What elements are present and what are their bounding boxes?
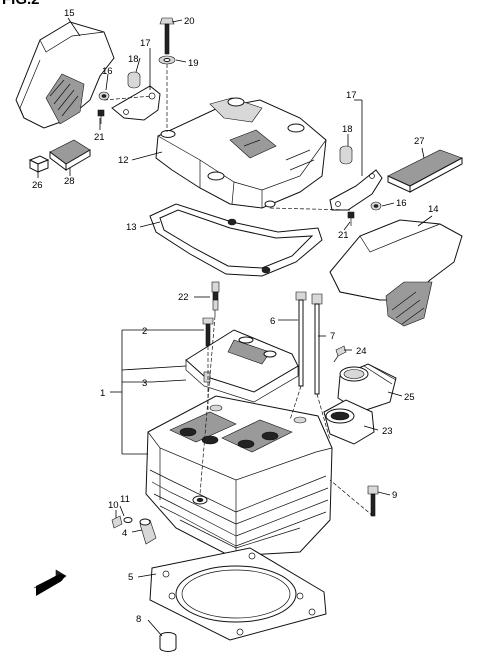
callout-16-right: 16 bbox=[396, 198, 407, 209]
callout-17-left: 17 bbox=[140, 38, 151, 49]
callout-10: 10 bbox=[108, 500, 119, 511]
callout-22: 22 bbox=[178, 292, 189, 303]
part-22-spark-plug bbox=[211, 281, 220, 316]
leader-lines bbox=[37, 17, 433, 637]
part-19-washer bbox=[158, 55, 176, 65]
part-21-bolt-right bbox=[347, 211, 355, 226]
callout-13: 13 bbox=[126, 222, 137, 233]
part-3-camshaft-holder bbox=[185, 329, 299, 403]
part-15-cover-left bbox=[15, 21, 115, 129]
callout-4: 4 bbox=[122, 528, 127, 539]
part-10-plug bbox=[111, 515, 123, 529]
part-7-long-bolt bbox=[311, 293, 323, 395]
part-24-screw bbox=[333, 345, 347, 363]
part-2-bolt bbox=[202, 317, 214, 347]
callout-18-left: 18 bbox=[128, 54, 139, 65]
part-17-bracket-right bbox=[329, 169, 383, 211]
part-21-bolt-left bbox=[97, 109, 105, 124]
callout-26: 26 bbox=[32, 180, 43, 191]
callout-21-left: 21 bbox=[94, 132, 105, 143]
part-23-intake-boot bbox=[323, 399, 375, 445]
callout-24: 24 bbox=[356, 346, 367, 357]
callout-20: 20 bbox=[184, 16, 195, 27]
part-26-block bbox=[28, 155, 50, 173]
callout-15: 15 bbox=[64, 8, 75, 19]
callout-6: 6 bbox=[270, 316, 275, 327]
callout-28: 28 bbox=[64, 176, 75, 187]
callout-7: 7 bbox=[330, 331, 335, 342]
part-18-grommet-left bbox=[127, 71, 141, 89]
callout-23: 23 bbox=[382, 426, 393, 437]
callout-8: 8 bbox=[136, 614, 141, 625]
callout-16-left: 16 bbox=[102, 66, 113, 77]
part-1-cylinder-head bbox=[145, 395, 333, 557]
figure-title: FIG.2 bbox=[2, 0, 40, 8]
assembly-guide-lines bbox=[103, 64, 374, 517]
part-17-bracket-left bbox=[111, 85, 161, 121]
part-16-nut-left bbox=[98, 91, 110, 101]
callout-14: 14 bbox=[428, 204, 439, 215]
part-27-pad bbox=[387, 149, 463, 193]
part-16-nut-right bbox=[370, 201, 382, 211]
part-4-fitting bbox=[139, 518, 157, 545]
callout-12: 12 bbox=[118, 155, 129, 166]
callout-1: 1 bbox=[100, 388, 105, 399]
callout-5: 5 bbox=[128, 572, 133, 583]
part-9-bolt bbox=[367, 485, 379, 517]
part-18-grommet-right bbox=[339, 145, 353, 165]
part-20-bolt bbox=[159, 17, 175, 55]
callout-17-right: 17 bbox=[346, 90, 357, 101]
part-11-washer bbox=[123, 517, 133, 523]
callout-3: 3 bbox=[142, 378, 147, 389]
callout-27: 27 bbox=[414, 136, 425, 147]
part-13-gasket bbox=[149, 203, 323, 277]
callout-11: 11 bbox=[120, 494, 130, 505]
callout-21-right: 21 bbox=[338, 230, 349, 241]
part-8-dowel-pin bbox=[159, 632, 177, 652]
callout-18-right: 18 bbox=[342, 124, 353, 135]
callout-9: 9 bbox=[392, 490, 397, 501]
callout-25: 25 bbox=[404, 392, 415, 403]
part-28-pad bbox=[49, 139, 91, 171]
part-5-head-gasket bbox=[149, 547, 327, 641]
part-6-long-bolt bbox=[295, 291, 307, 387]
callout-2: 2 bbox=[142, 326, 147, 337]
forward-direction-arrow: FWD bbox=[33, 569, 67, 596]
part-25-intake-pipe bbox=[337, 363, 397, 413]
part-12-head-cover bbox=[155, 97, 327, 209]
callout-labels: 15 16 21 17 18 20 19 12 13 26 28 27 17 1… bbox=[32, 8, 439, 625]
part-14-cover-right bbox=[329, 219, 463, 327]
callout-19: 19 bbox=[188, 58, 199, 69]
